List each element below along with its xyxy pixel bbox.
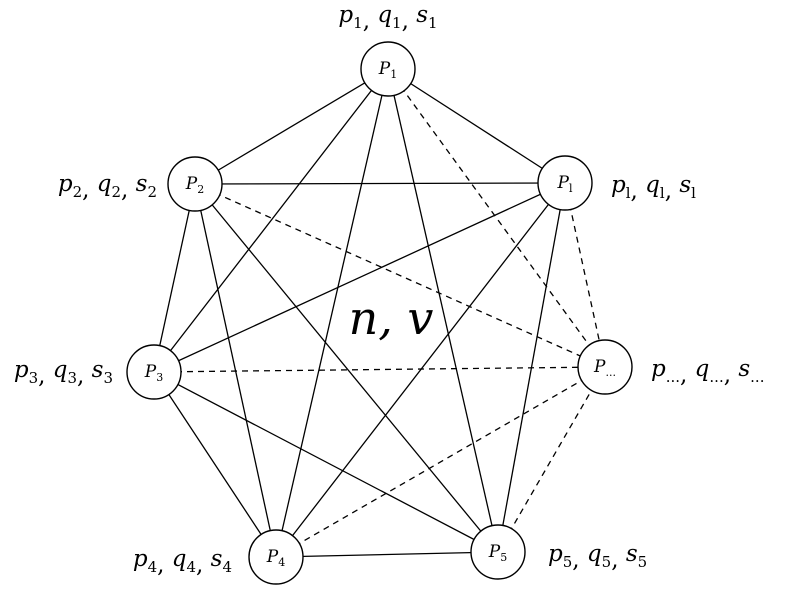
- edge-P1-P3: [153, 68, 389, 373]
- edge-P4-Pdots: [275, 366, 606, 558]
- node-label-base: P: [557, 173, 570, 193]
- node-attributes-P4: p4, q4, s4: [133, 546, 232, 578]
- edge-P3-P4: [153, 371, 277, 558]
- node-label-subscript: 4: [278, 556, 285, 569]
- node-attributes-Pl: pl, ql, sl: [611, 172, 696, 204]
- edge-P2-P3: [153, 183, 196, 373]
- node-label: P4: [266, 547, 285, 569]
- edge-Pl-Pdots: [564, 182, 606, 368]
- node-P4: P4: [248, 529, 304, 585]
- edge-P3-P5: [153, 371, 499, 553]
- node-attributes-P5: p5, q5, s5: [548, 541, 647, 573]
- node-P1: P1: [360, 41, 416, 97]
- node-label-base: P: [185, 174, 198, 194]
- edge-P1-P5: [387, 68, 499, 553]
- node-label-subscript: l: [569, 182, 573, 195]
- node-attributes-P2: p2, q2, s2: [58, 171, 157, 203]
- edge-P2-P5: [194, 183, 499, 553]
- node-label-subscript: 1: [390, 68, 397, 81]
- edge-Pl-P4: [275, 182, 566, 558]
- node-label: P2: [185, 174, 204, 196]
- node-Pl: Pl: [537, 155, 593, 211]
- node-circle: [537, 155, 593, 211]
- node-label: Pl: [557, 173, 573, 195]
- node-P5: P5: [470, 524, 526, 580]
- node-label-base: P: [266, 547, 279, 567]
- edge-P1-Pl: [387, 68, 566, 184]
- node-label-base: P: [144, 362, 157, 382]
- node-label-subscript: 2: [197, 183, 204, 196]
- edge-P1-P2: [194, 68, 389, 185]
- edge-P3-Pdots: [153, 366, 606, 373]
- node-P2: P2: [167, 156, 223, 212]
- edge-P5-Pdots: [497, 366, 606, 553]
- node-label-base: P: [378, 59, 391, 79]
- node-label-subscript: ...: [605, 366, 616, 379]
- node-circle: [167, 156, 223, 212]
- node-label: P...: [593, 357, 616, 379]
- node-Pdots: P...: [577, 339, 633, 395]
- edge-P1-P4: [275, 68, 389, 558]
- node-circle: [470, 524, 526, 580]
- node-label-base: P: [488, 542, 501, 562]
- node-label: P3: [144, 362, 163, 384]
- node-attributes-P3: p3, q3, s3: [14, 357, 113, 389]
- node-label-subscript: 5: [500, 551, 507, 564]
- node-label-base: P: [593, 357, 606, 377]
- node-attributes-Pdots: p..., q..., s...: [651, 356, 764, 388]
- attribute-label-layer: p1, q1, s1 p2, q2, s2 pl, ql, sl p3, q3, s3…: [14, 2, 765, 578]
- center-label: n, v: [349, 291, 434, 345]
- edge-Pl-P3: [153, 182, 566, 373]
- node-attributes-P1: p1, q1, s1: [338, 2, 437, 34]
- edge-P2-Pl: [194, 182, 566, 185]
- edge-P4-P5: [275, 551, 499, 558]
- node-circle: [126, 344, 182, 400]
- node-circle: [577, 339, 633, 395]
- node-label: P1: [378, 59, 397, 81]
- node-label-subscript: 3: [156, 371, 163, 384]
- node-P3: P3: [126, 344, 182, 400]
- node-circle: [248, 529, 304, 585]
- node-label: P5: [488, 542, 507, 564]
- edge-layer: [153, 68, 606, 558]
- node-circle: [360, 41, 416, 97]
